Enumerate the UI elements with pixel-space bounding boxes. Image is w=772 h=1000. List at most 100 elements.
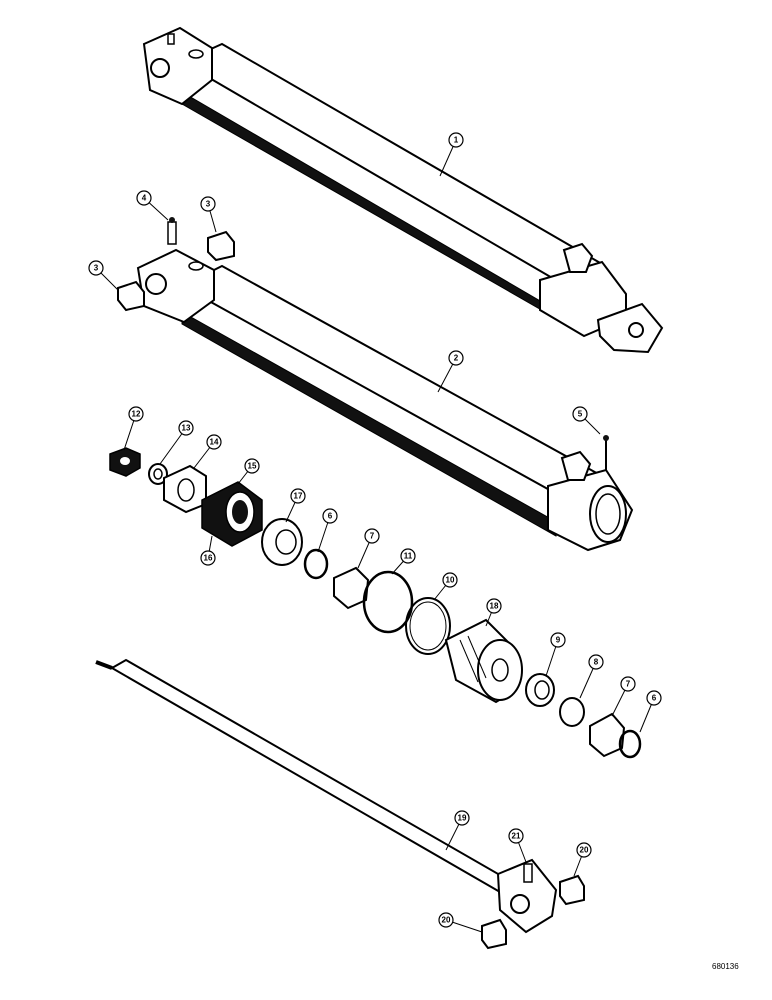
callout-13-circle: [178, 420, 194, 436]
callout-4-circle: [136, 190, 152, 206]
grease-fitting-21: [523, 863, 533, 883]
callout-12-circle: [128, 406, 144, 422]
o-ring-6-lower: [618, 729, 642, 759]
callout-10: 10: [433, 572, 458, 601]
seal-9: [525, 673, 555, 707]
callout-19-circle: [454, 810, 470, 826]
cylinder-assembly: [142, 26, 664, 354]
screw-5: [603, 435, 609, 470]
piston-rod-19: [95, 658, 558, 934]
figure-code: 680136: [712, 962, 739, 971]
bushing-20-left: [481, 918, 507, 950]
callout-18-circle: [486, 598, 502, 614]
callout-3b-circle: [88, 260, 104, 276]
callout-6a: 6: [317, 508, 338, 553]
callout-5: 5: [572, 406, 601, 435]
callout-7a: 7: [357, 528, 380, 569]
callout-15: 15: [237, 458, 260, 485]
callout-17-circle: [290, 488, 306, 504]
callout-19: 19: [445, 810, 470, 851]
callout-7a-circle: [364, 528, 380, 544]
o-ring-6-upper: [303, 548, 329, 580]
callout-8-circle: [588, 654, 604, 670]
piston-14: [163, 464, 207, 514]
callout-5-circle: [572, 406, 588, 422]
wiper-8: [559, 697, 585, 727]
callout-7b: 7: [611, 676, 636, 717]
gland-18: [444, 618, 523, 704]
callout-12-label: 12: [132, 410, 141, 419]
callout-8: 8: [579, 654, 604, 699]
callout-21: 21: [508, 828, 527, 863]
callout-3a-label: 3: [206, 200, 211, 209]
callout-5-label: 5: [578, 410, 583, 419]
callout-6b-label: 6: [652, 694, 657, 703]
wear-ring-17: [261, 518, 303, 566]
callout-20b-circle: [438, 912, 454, 928]
callout-15-label: 15: [248, 462, 257, 471]
callout-6b-circle: [646, 690, 662, 706]
callout-21-label: 21: [512, 832, 521, 841]
o-ring-11: [362, 570, 414, 634]
callout-1-circle: [448, 132, 464, 148]
callout-13-label: 13: [182, 424, 191, 433]
callout-20a-circle: [576, 842, 592, 858]
callout-10-label: 10: [446, 576, 455, 585]
callout-3a: 3: [200, 196, 217, 233]
callout-10-circle: [442, 572, 458, 588]
piston-seal-15-16: [201, 481, 263, 547]
bushing-20-right: [559, 874, 585, 906]
callout-9-label: 9: [556, 636, 561, 645]
callout-1: 1: [439, 132, 464, 177]
callout-17-label: 17: [294, 492, 303, 501]
nut-12: [109, 447, 141, 477]
callout-3b-label: 3: [94, 264, 99, 273]
callout-16-label: 16: [204, 554, 213, 563]
callout-11-label: 11: [404, 552, 413, 561]
callout-2-circle: [448, 350, 464, 366]
washer-13: [148, 463, 168, 485]
callout-14: 14: [193, 434, 222, 469]
callout-17: 17: [285, 488, 306, 523]
callout-21-circle: [508, 828, 524, 844]
callout-20a-label: 20: [580, 846, 589, 855]
callout-7a-label: 7: [370, 532, 375, 541]
callout-7b-circle: [620, 676, 636, 692]
callout-14-circle: [206, 434, 222, 450]
callout-2: 2: [437, 350, 464, 393]
callout-15-circle: [244, 458, 260, 474]
callout-4-label: 4: [142, 194, 147, 203]
callout-6a-circle: [322, 508, 338, 524]
callout-9: 9: [545, 632, 566, 677]
cylinder-barrel: [136, 248, 634, 552]
backup-ring-10: [405, 597, 451, 655]
callout-11: 11: [391, 548, 416, 575]
callout-20a: 20: [573, 842, 592, 877]
callout-13: 13: [159, 420, 194, 465]
callout-6b: 6: [639, 690, 662, 733]
callout-18-label: 18: [490, 602, 499, 611]
callout-20b-label: 20: [442, 916, 451, 925]
callout-14-label: 14: [210, 438, 219, 447]
callout-3a-circle: [200, 196, 216, 212]
callout-1-label: 1: [454, 136, 459, 145]
callout-7b-label: 7: [626, 680, 631, 689]
callout-16-circle: [200, 550, 216, 566]
callout-9-circle: [550, 632, 566, 648]
bushing-3-lower: [117, 280, 145, 312]
callout-8-label: 8: [594, 658, 599, 667]
callout-19-label: 19: [458, 814, 467, 823]
grease-fitting-4: [167, 217, 177, 245]
callout-6a-label: 6: [328, 512, 333, 521]
callout-16: 16: [200, 535, 216, 566]
callout-2-label: 2: [454, 354, 459, 363]
backup-ring-7-lower: [589, 712, 626, 758]
callout-11-circle: [400, 548, 416, 564]
callout-4: 4: [136, 190, 169, 221]
backup-ring-7-upper: [333, 566, 370, 610]
bushing-3-upper: [207, 230, 235, 262]
callout-12: 12: [123, 406, 144, 451]
callout-18: 18: [485, 598, 502, 627]
